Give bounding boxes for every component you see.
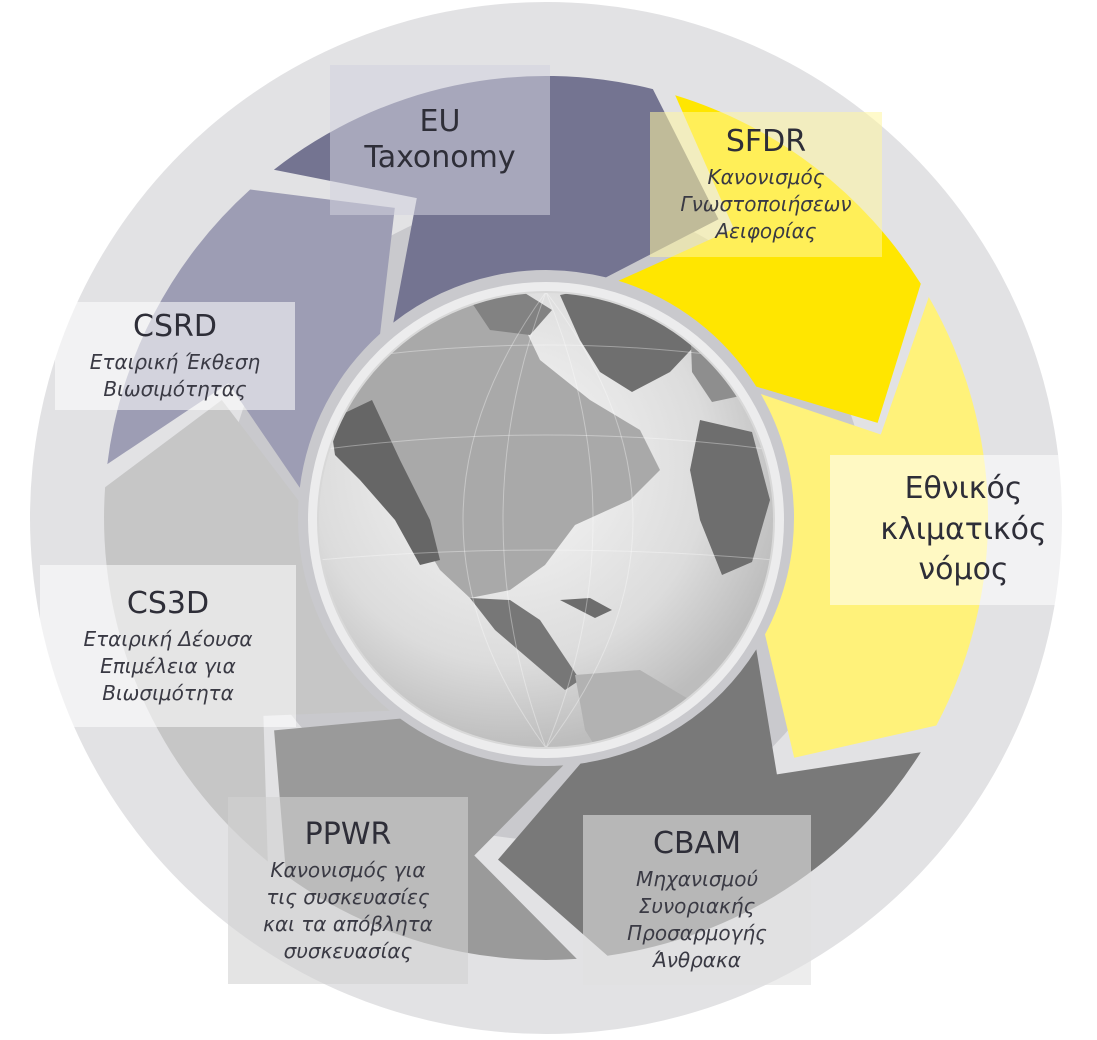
sfdr-title: SFDR (725, 124, 807, 159)
sfdr-subtitle: Κανονισμός Γνωστοποιήσεων Αειφορίας (680, 165, 852, 243)
national-law-title: Εθνικός κλιματικός νόμος (880, 471, 1047, 588)
parallel-1 (318, 434, 774, 451)
ppwr-title: PPWR (304, 816, 392, 852)
africa-shape (690, 420, 770, 575)
label-sfdr: SFDR Κανονισμός Γνωστοποιήσεων Αειφορίας (650, 112, 882, 257)
label-eu-taxonomy: EU Taxonomy (330, 65, 550, 215)
meridian-4 (462, 292, 547, 748)
csrd-title: CSRD (133, 309, 217, 344)
label-cbam: CBAM Μηχανισμού Συνοριακής Προσαρμογής Ά… (583, 815, 811, 985)
parallel-2 (318, 549, 774, 561)
label-ppwr: PPWR Κανονισμός για τις συσκευασίες και … (228, 797, 468, 984)
ppwr-subtitle: Κανονισμός για τις συσκευασίες και τα απ… (263, 857, 433, 963)
segment-sfdr (618, 95, 921, 423)
central-america-shape (470, 598, 580, 690)
globe-icon (317, 291, 775, 749)
arctic-islands-shape (470, 292, 552, 335)
cbam-subtitle: Μηχανισμού Συνοριακής Προσαρμογής Άνθρακ… (627, 867, 767, 972)
cbam-title: CBAM (653, 826, 741, 861)
eu-taxonomy-title: EU Taxonomy (364, 104, 516, 175)
meridian-3 (545, 292, 634, 748)
cs3d-subtitle: Εταιρική Δέουσα Επιμέλεια για Βιωσιμότητ… (83, 626, 253, 705)
label-national-law: Εθνικός κλιματικός νόμος (830, 455, 1097, 605)
cs3d-title: CS3D (126, 585, 210, 621)
csrd-subtitle: Εταιρική Έκθεση Βιωσιμότητας (89, 350, 261, 401)
label-cs3d: CS3D Εταιρική Δέουσα Επιμέλεια για Βιωσι… (40, 565, 296, 727)
caribbean-shape (560, 598, 612, 618)
west-coast-shape (330, 400, 440, 565)
meridian-1 (502, 292, 547, 748)
parallel-3 (339, 344, 753, 361)
label-csrd: CSRD Εταιρική Έκθεση Βιωσιμότητας (55, 302, 295, 410)
meridian-2 (545, 292, 594, 748)
